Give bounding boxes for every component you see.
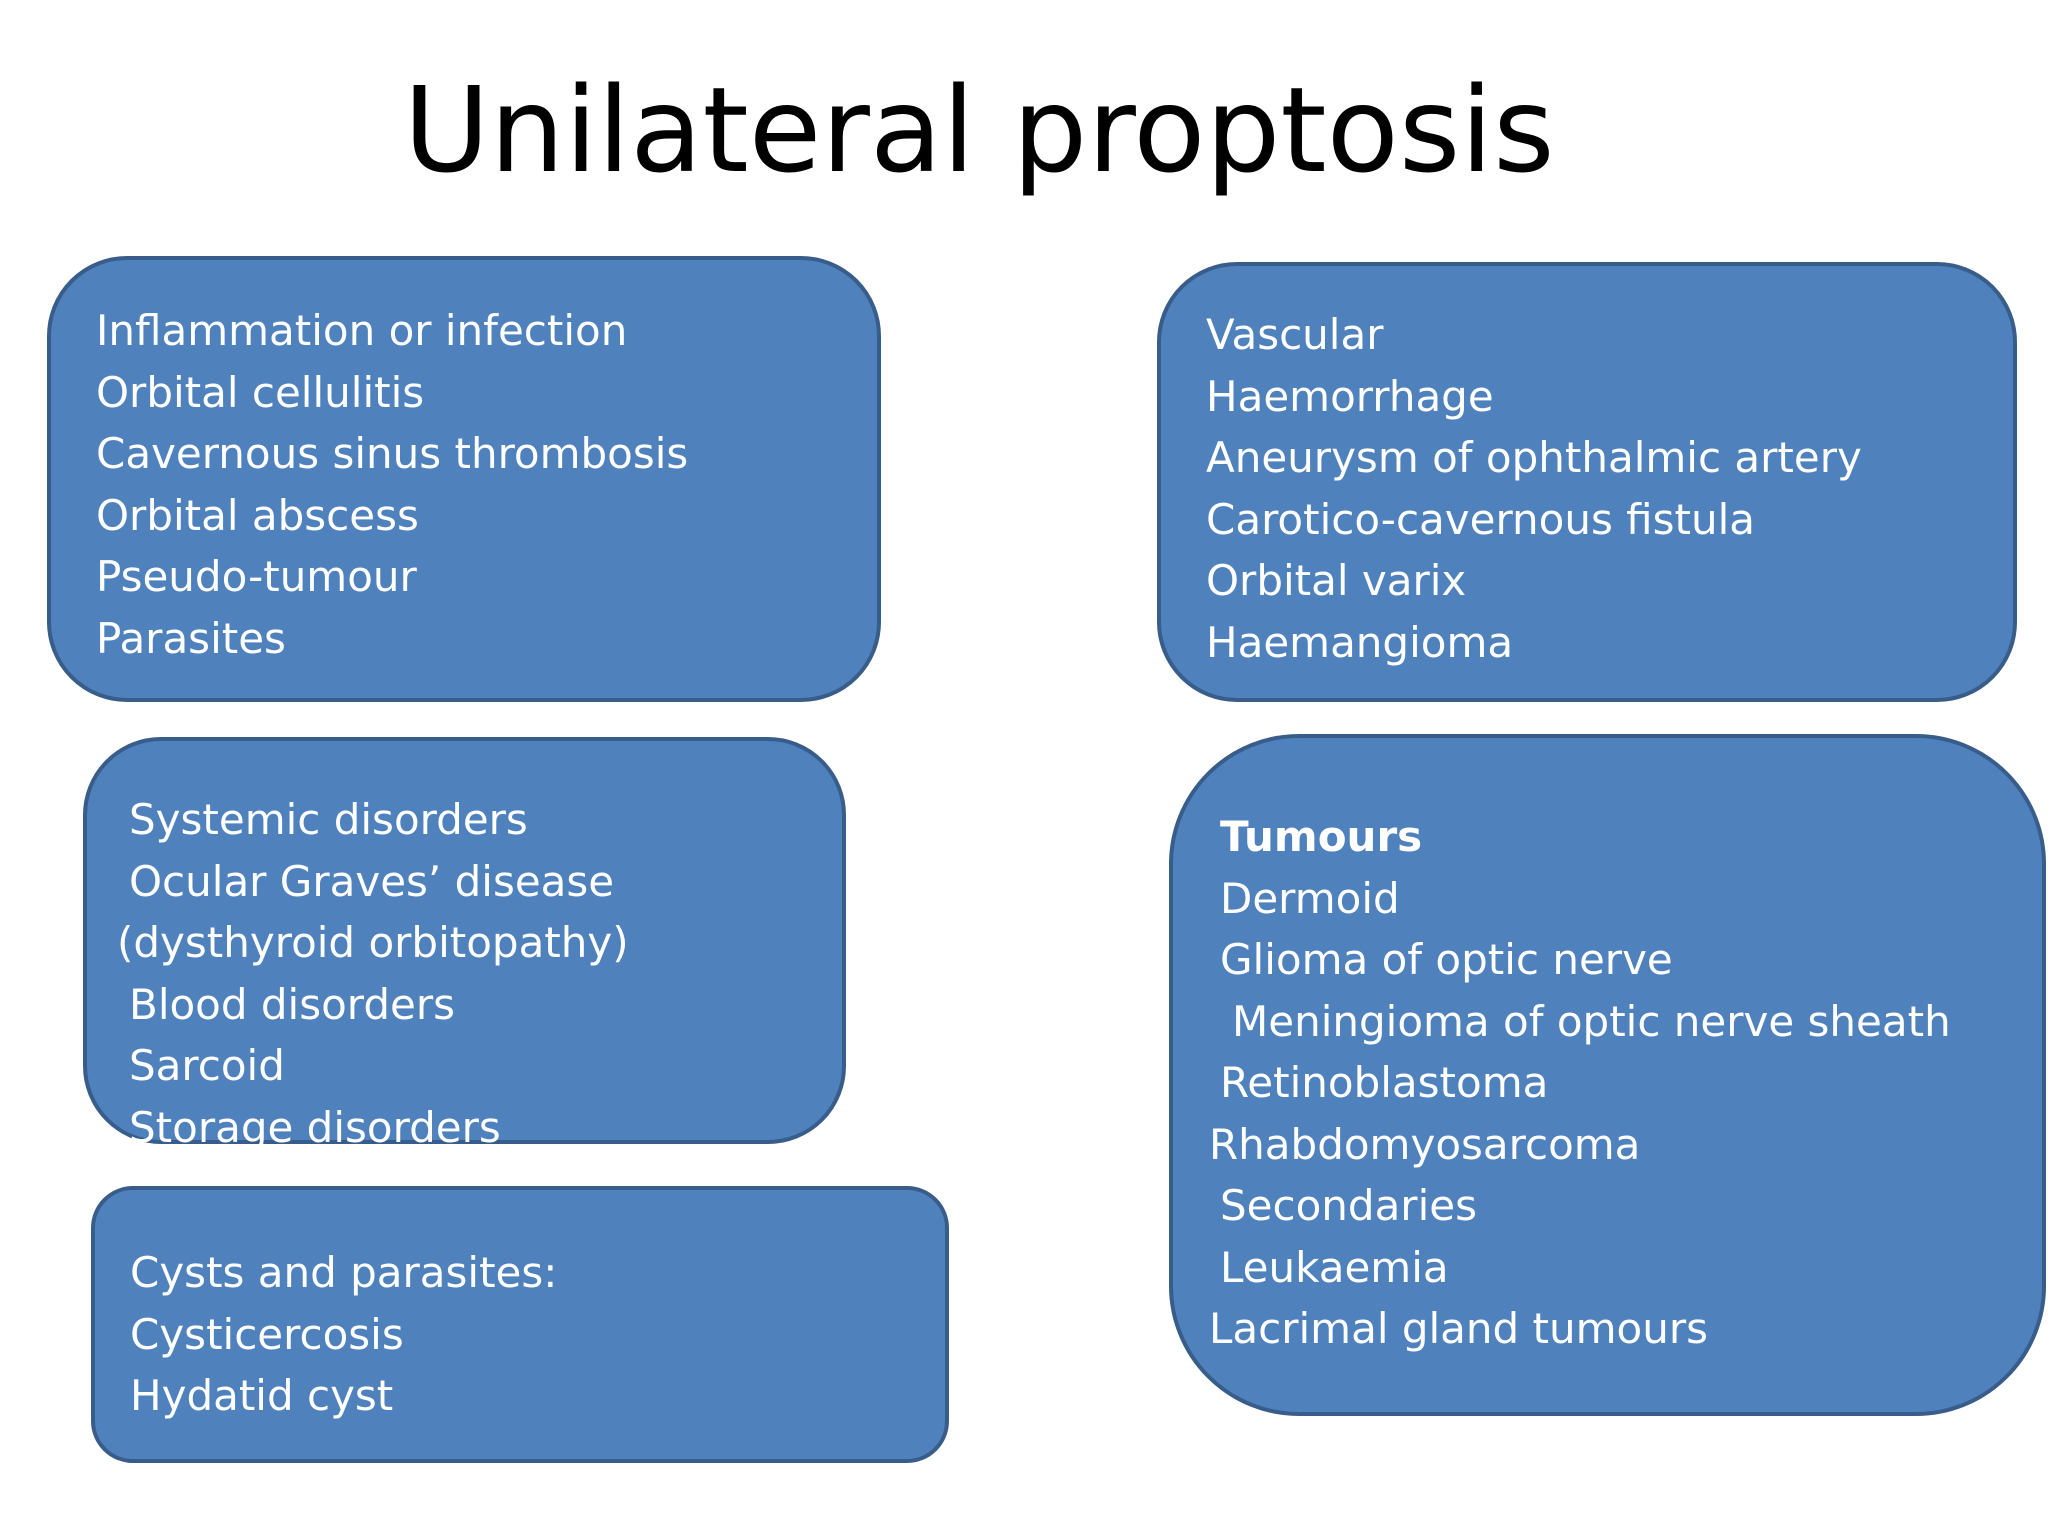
- list-item: Leukaemia: [1220, 1242, 1449, 1292]
- inflammation-infection-box: Inflammation or infection Orbital cellul…: [47, 256, 881, 702]
- list-item: Cysticercosis: [130, 1309, 404, 1359]
- list-item: Secondaries: [1220, 1181, 1477, 1230]
- list-item: Retinoblastoma: [1220, 1058, 1549, 1107]
- list-item: Pseudo-tumour: [96, 552, 417, 601]
- list-item: Glioma of optic nerve: [1220, 935, 1673, 984]
- list-item: Sarcoid: [129, 1041, 285, 1090]
- list-item: Cavernous sinus thrombosis: [96, 429, 689, 478]
- list-item: (dysthyroid orbitopathy): [117, 918, 629, 967]
- list-item: Lacrimal gland tumours: [1209, 1304, 1708, 1353]
- list-item: Orbital varix: [1206, 556, 1467, 605]
- list-item: Haemangioma: [1206, 617, 1514, 667]
- list-item: Storage disorders: [129, 1102, 501, 1152]
- box-heading: Systemic disorders: [129, 795, 528, 844]
- box-heading: Cysts and parasites:: [130, 1248, 558, 1297]
- box-heading: Tumours: [1220, 812, 1423, 861]
- slide-title: Unilateral proptosis: [403, 61, 1555, 199]
- list-item: Haemorrhage: [1206, 371, 1494, 421]
- systemic-disorders-box: Systemic disorders Ocular Graves’ diseas…: [83, 737, 846, 1152]
- vascular-box: Vascular Haemorrhage Aneurysm of ophthal…: [1157, 262, 2017, 702]
- list-item: Orbital cellulitis: [96, 367, 425, 417]
- list-item: Parasites: [96, 613, 286, 663]
- list-item: Ocular Graves’ disease: [129, 856, 615, 906]
- cysts-parasites-box: Cysts and parasites: Cysticercosis Hydat…: [91, 1186, 949, 1463]
- box-heading: Vascular: [1206, 310, 1384, 359]
- list-item: Rhabdomyosarcoma: [1209, 1119, 1641, 1169]
- list-item: Aneurysm of ophthalmic artery: [1206, 433, 1862, 482]
- tumours-box: Tumours Dermoid Glioma of optic nerve Me…: [1169, 734, 2046, 1416]
- list-item: Carotico-cavernous fistula: [1206, 494, 1756, 544]
- list-item: Orbital abscess: [96, 490, 419, 540]
- list-item: Hydatid cyst: [130, 1371, 394, 1420]
- box-heading: Inflammation or infection: [96, 306, 628, 355]
- list-item: Meningioma of optic nerve sheath: [1232, 996, 1951, 1046]
- list-item: Dermoid: [1220, 873, 1400, 923]
- list-item: Blood disorders: [129, 979, 455, 1029]
